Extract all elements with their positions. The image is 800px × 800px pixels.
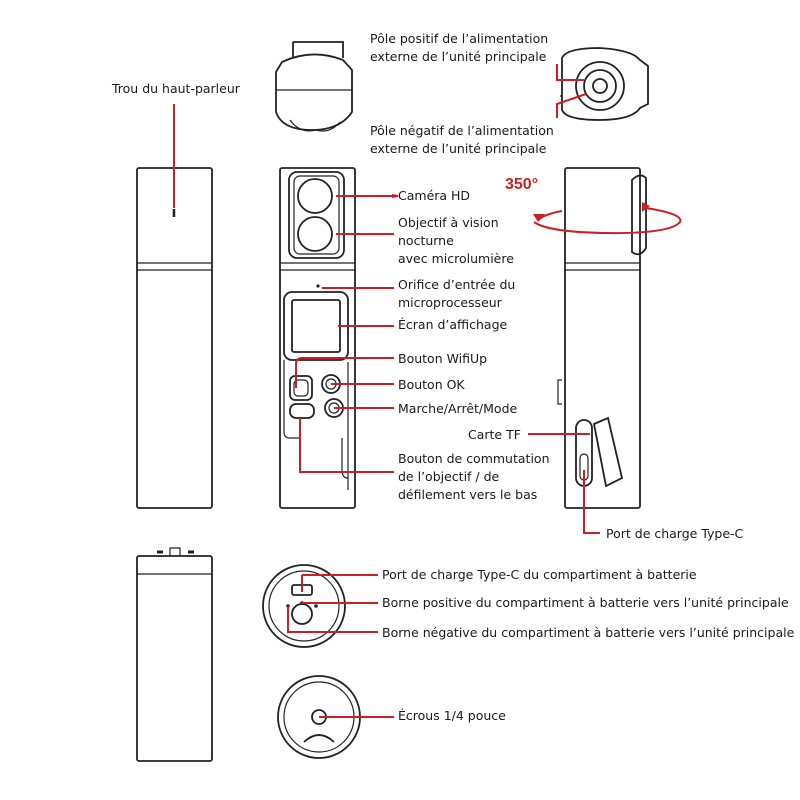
label-typec-port: Port de charge Type-C <box>606 526 744 541</box>
wifiup-button-icon <box>289 375 313 401</box>
night-lens-icon <box>297 216 333 252</box>
label-battery-positive: Borne positive du compartiment à batteri… <box>382 595 789 610</box>
side-view-device <box>557 167 647 509</box>
label-tf-card: Carte TF <box>468 427 521 442</box>
lens-switch-button-icon <box>289 403 315 419</box>
label-cpu-intake-line2: microprocesseur <box>398 295 502 310</box>
back-view-device <box>136 167 213 509</box>
display-screen-icon <box>291 299 341 353</box>
label-rotation: 350° <box>505 176 539 193</box>
label-night-lens-line2: nocturne <box>398 233 454 248</box>
label-nut: Écrous 1/4 pouce <box>398 708 506 723</box>
label-battery-typec: Port de charge Type-C du compartiment à … <box>382 567 697 582</box>
rotating-head-icon <box>631 174 647 256</box>
battery-top-view <box>262 564 346 648</box>
label-night-lens-line1: Objectif à vision <box>398 215 499 230</box>
tf-card-cover-icon <box>592 416 624 488</box>
label-lens-switch-line2: de l’objectif / de <box>398 469 500 484</box>
label-hd-camera: Caméra HD <box>398 188 471 203</box>
label-positive-pole-line1: Pôle positif de l’alimentation <box>370 31 549 46</box>
hd-camera-icon <box>297 178 333 214</box>
label-negative-pole-line1: Pôle négatif de l’alimentation <box>370 123 554 138</box>
label-negative-pole-line2: externe de l’unité principale <box>370 141 547 156</box>
label-ok-button: Bouton OK <box>398 377 465 392</box>
label-night-lens-line3: avec microlumière <box>398 251 514 266</box>
rotation-arrow <box>533 202 682 235</box>
callout-lines <box>173 64 600 718</box>
side-head-view <box>560 47 649 121</box>
label-speaker-hole: Trou du haut-parleur <box>112 81 240 96</box>
label-positive-pole-line2: externe de l’unité principale <box>370 49 547 64</box>
label-lens-switch-line3: défilement vers le bas <box>398 487 538 502</box>
label-cpu-intake-line1: Orifice d’entrée du <box>398 277 516 292</box>
front-view-device <box>279 167 356 509</box>
label-display: Écran d’affichage <box>398 317 508 332</box>
label-power-mode: Marche/Arrêt/Mode <box>398 401 518 416</box>
top-view-head <box>275 41 353 132</box>
label-wifiup: Bouton WifiUp <box>398 351 488 366</box>
label-battery-negative: Borne négative du compartiment à batteri… <box>382 625 795 640</box>
label-lens-switch-line1: Bouton de commutation <box>398 451 550 466</box>
battery-side-view <box>136 547 213 762</box>
